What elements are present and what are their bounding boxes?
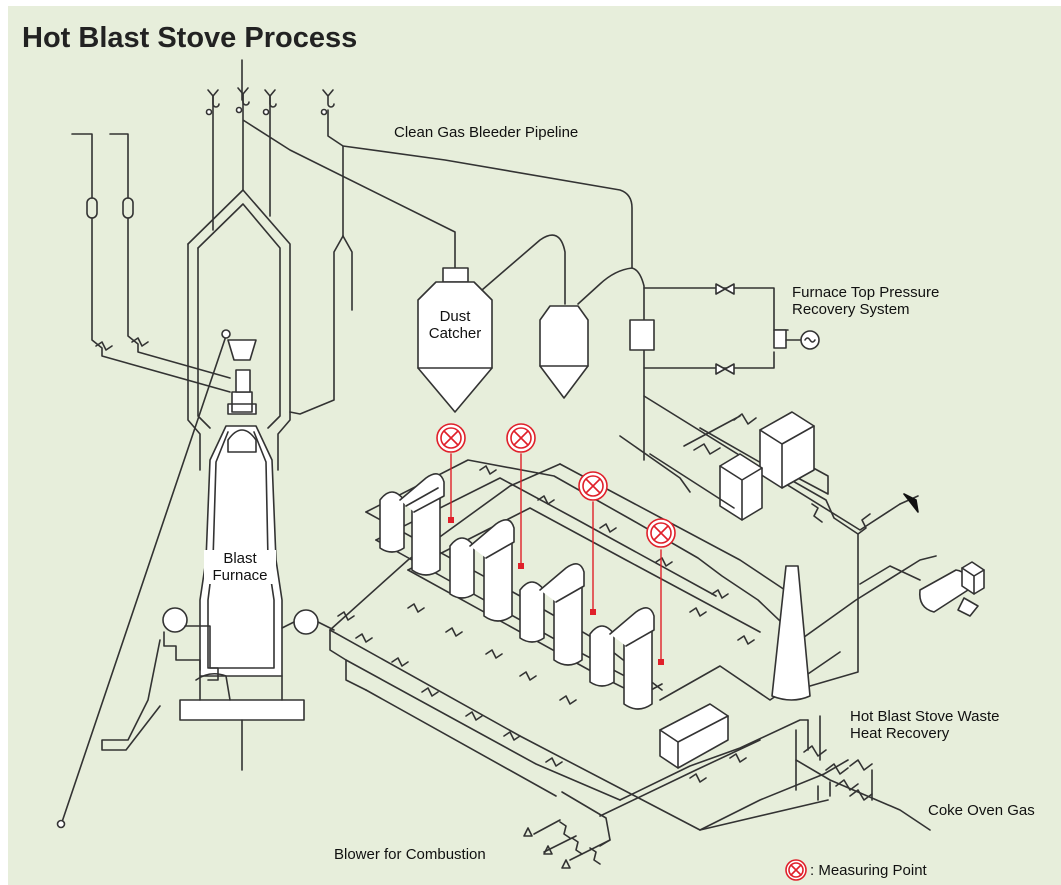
blast-furnace-label-line2: Furnace: [204, 567, 276, 584]
measuring-point-legend-text: : Measuring Point: [810, 862, 927, 879]
waste-heat-label-line1: Hot Blast Stove Waste: [850, 708, 1000, 725]
coke-oven-gas-label: Coke Oven Gas: [928, 802, 1035, 819]
blast-furnace-label-line1: Blast: [204, 550, 276, 567]
blast-furnace-label: Blast Furnace: [204, 550, 276, 584]
clean-gas-pipeline-label: Clean Gas Bleeder Pipeline: [394, 124, 578, 141]
measuring-point-icon: [437, 424, 465, 452]
blower-label: Blower for Combustion: [334, 846, 486, 863]
waste-heat-recovery-label: Hot Blast Stove Waste Heat Recovery: [850, 708, 1000, 742]
waste-heat-label-line2: Heat Recovery: [850, 725, 1000, 742]
legend-measuring-point-icon: [786, 860, 806, 880]
top-pressure-label-line2: Recovery System: [792, 301, 939, 318]
top-pressure-label: Furnace Top Pressure Recovery System: [792, 284, 939, 318]
measuring-point-icon: [507, 424, 535, 452]
dust-catcher-label: Dust Catcher: [418, 308, 492, 342]
page-title: Hot Blast Stove Process: [22, 22, 357, 55]
top-pressure-label-line1: Furnace Top Pressure: [792, 284, 939, 301]
measuring-point-icon: [647, 519, 675, 547]
dust-catcher-label-line1: Dust: [418, 308, 492, 325]
measuring-point-icon: [579, 472, 607, 500]
dust-catcher-label-line2: Catcher: [418, 325, 492, 342]
